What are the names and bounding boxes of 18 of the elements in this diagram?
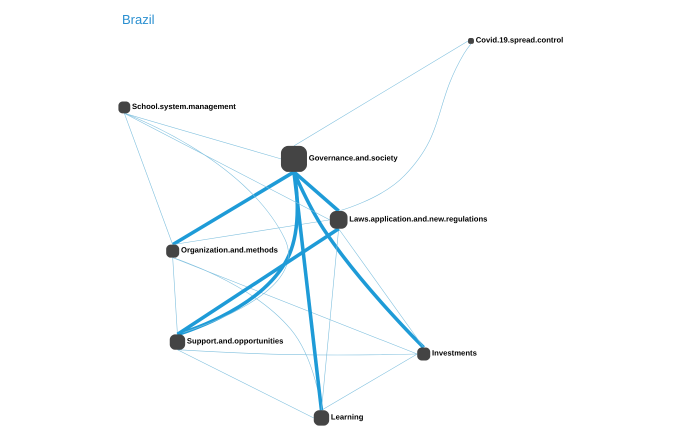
connector — [124, 112, 282, 159]
connector — [338, 43, 472, 211]
connector — [172, 256, 178, 334]
connector — [172, 256, 418, 354]
connector — [338, 228, 424, 348]
connector — [321, 353, 418, 410]
connector — [176, 226, 340, 336]
connector — [177, 348, 314, 418]
connector — [172, 170, 295, 246]
connector — [124, 112, 289, 334]
connector — [294, 40, 468, 146]
diagram-title: Brazil — [122, 12, 155, 27]
connector — [124, 112, 173, 244]
connector — [321, 228, 339, 410]
connector — [124, 112, 330, 220]
connector — [177, 348, 418, 355]
connector — [172, 219, 330, 244]
node-box — [280, 145, 307, 172]
